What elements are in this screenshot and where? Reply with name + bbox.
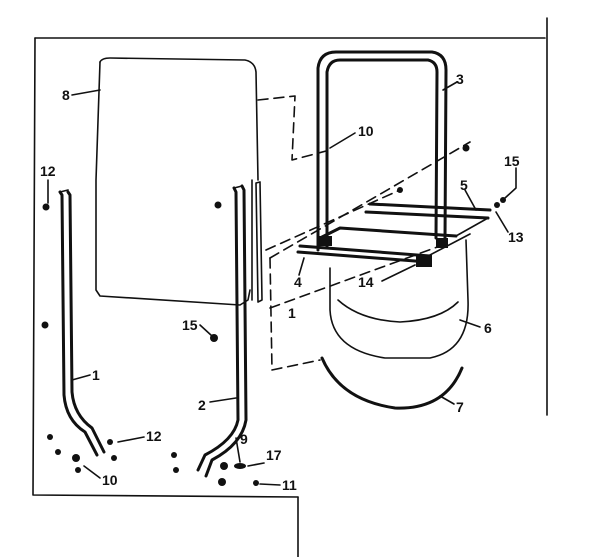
leader-lines <box>47 81 517 486</box>
label-1: 1 <box>92 367 100 383</box>
callout-labels: 8 3 10 12 15 5 13 4 14 1 15 6 1 2 7 12 9… <box>40 71 524 493</box>
label-1-mid: 1 <box>288 305 296 321</box>
label-14: 14 <box>358 274 374 290</box>
label-12-bottom: 12 <box>146 428 162 444</box>
seat-rails <box>296 202 492 267</box>
label-6: 6 <box>484 320 492 336</box>
label-2: 2 <box>198 397 206 413</box>
diagram-frame <box>32 17 548 557</box>
back-panel <box>95 57 331 306</box>
assembly-guides <box>265 141 471 371</box>
label-3: 3 <box>456 71 464 87</box>
label-5: 5 <box>460 177 468 193</box>
label-10-mid: 10 <box>358 123 374 139</box>
label-11: 11 <box>282 477 297 493</box>
seat-back-frame <box>316 50 448 252</box>
label-17: 17 <box>266 447 282 463</box>
label-7: 7 <box>456 399 464 415</box>
label-12: 12 <box>40 163 56 179</box>
label-13: 13 <box>508 229 524 245</box>
label-9: 9 <box>240 431 248 447</box>
seat-sling <box>329 239 469 359</box>
curved-strap <box>320 356 464 410</box>
left-side-frame <box>58 189 106 457</box>
right-side-frame <box>196 181 263 478</box>
label-15-left: 15 <box>182 317 198 333</box>
label-8: 8 <box>62 87 70 103</box>
label-4: 4 <box>294 274 302 290</box>
label-15-right: 15 <box>504 153 520 169</box>
hardware-fasteners <box>41 144 506 486</box>
label-10-bottom: 10 <box>102 472 118 488</box>
